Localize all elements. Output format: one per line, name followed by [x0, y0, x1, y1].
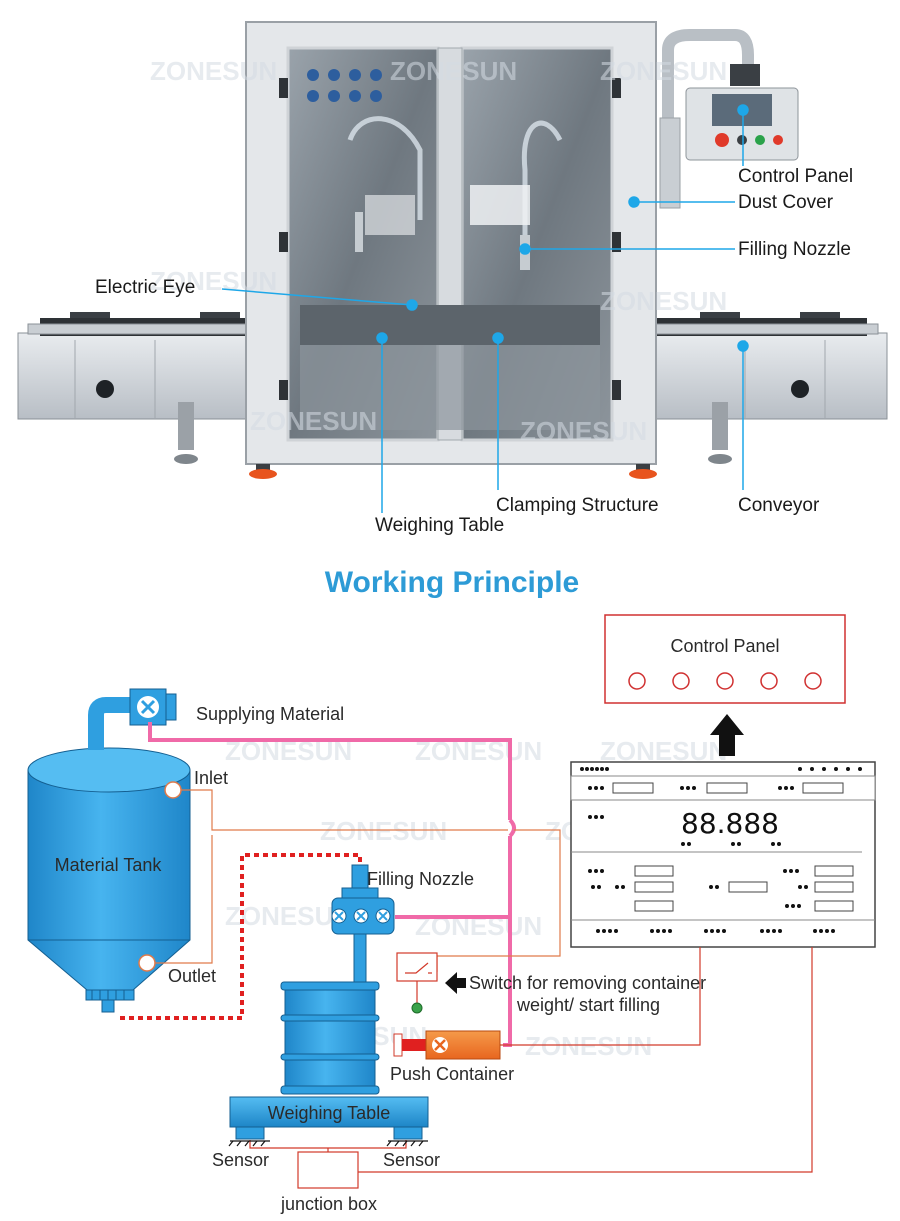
machine-cabinet: [245, 21, 657, 479]
weighing-table: Weighing Table: [228, 1096, 429, 1147]
svg-text:ZONESUN: ZONESUN: [150, 266, 277, 296]
junction-box: [297, 1151, 359, 1189]
label-outlet: Outlet: [168, 966, 216, 986]
svg-text:Control Panel: Control Panel: [670, 636, 779, 656]
machine-labels: Control Panel Dust Cover Filling Nozzle …: [95, 166, 853, 536]
svg-text:ZONESUN: ZONESUN: [250, 406, 377, 436]
svg-text:ZONESUN: ZONESUN: [225, 901, 352, 931]
start-switch: [396, 952, 466, 1014]
lcd-readout: 88.888: [681, 807, 779, 840]
material-tank: Material Tank: [27, 688, 191, 1013]
svg-text:Material Tank: Material Tank: [55, 855, 163, 875]
label-sensor-left: Sensor: [212, 1150, 269, 1170]
label-clamping-structure: Clamping Structure: [496, 495, 659, 516]
machine-control-panel: [659, 29, 799, 209]
svg-text:ZONESUN: ZONESUN: [600, 736, 727, 766]
svg-text:ZONESUN: ZONESUN: [520, 416, 647, 446]
label-filling-nozzle: Filling Nozzle: [738, 239, 851, 260]
label-control-panel: Control Panel: [738, 166, 853, 187]
label-conveyor: Conveyor: [738, 495, 820, 516]
label-switch-line1: Switch for removing container: [469, 973, 706, 993]
label-sensor-right: Sensor: [383, 1150, 440, 1170]
label-push-container: Push Container: [390, 1064, 514, 1084]
right-conveyor: [647, 312, 888, 464]
label-switch-line2: weight/ start filling: [516, 995, 660, 1015]
svg-text:ZONESUN: ZONESUN: [525, 1031, 652, 1061]
label-dust-cover: Dust Cover: [738, 192, 834, 213]
svg-text:ZONESUN: ZONESUN: [390, 56, 517, 86]
push-container: [393, 1030, 501, 1060]
filling-nozzle: [331, 864, 395, 983]
left-conveyor: [17, 312, 259, 464]
svg-text:ZONESUN: ZONESUN: [600, 56, 727, 86]
dotted-material-line: [120, 853, 362, 1020]
label-supplying-material: Supplying Material: [196, 704, 344, 724]
label-electric-eye: Electric Eye: [95, 277, 195, 298]
red-wires: [249, 947, 813, 1173]
diagram-controller: 88.888: [570, 761, 876, 948]
svg-text:ZONESUN: ZONESUN: [150, 56, 277, 86]
machine-callouts: [221, 104, 749, 513]
label-filling-nozzle-diagram: Filling Nozzle: [367, 869, 474, 889]
svg-text:Weighing Table: Weighing Table: [268, 1103, 390, 1123]
section-title: Working Principle: [325, 566, 580, 599]
diagram-control-panel: Control Panel: [604, 614, 846, 756]
svg-text:ZONESUN: ZONESUN: [600, 286, 727, 316]
label-weighing-table: Weighing Table: [375, 515, 504, 536]
left-arrow-icon: [445, 972, 466, 994]
container-drum: [280, 981, 380, 1095]
up-arrow-icon: [710, 714, 744, 756]
machine-illustration: [17, 21, 888, 479]
label-junction-box: junction box: [280, 1194, 377, 1214]
svg-text:ZONESUN: ZONESUN: [320, 816, 447, 846]
label-inlet: Inlet: [194, 768, 228, 788]
